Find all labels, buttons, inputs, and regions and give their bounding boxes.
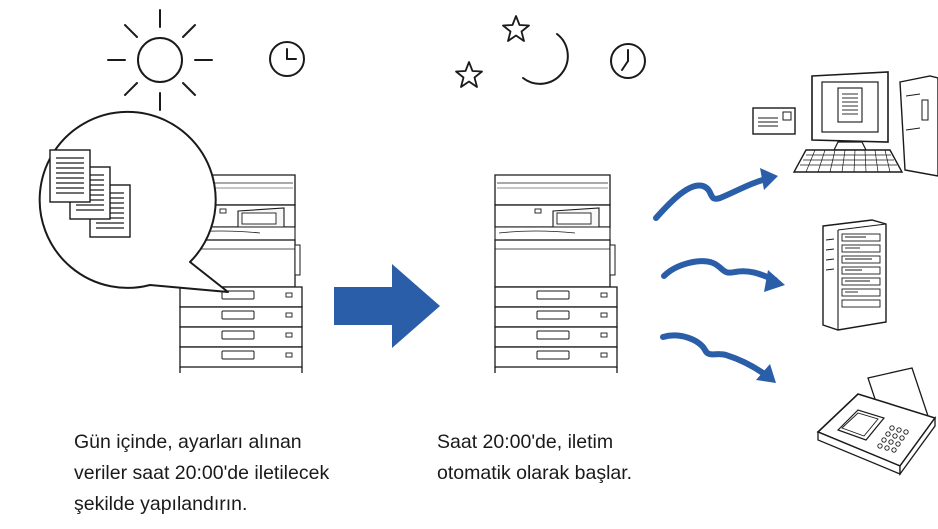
caption-night-transmission: Saat 20:00'de, iletim otomatik olarak ba… <box>437 427 632 489</box>
caption-line: Saat 20:00'de, iletim <box>437 431 614 453</box>
caption-line: şekilde yapılandırın. <box>74 493 248 515</box>
caption-daytime-setup: Gün içinde, ayarları alınan veriler saat… <box>74 427 329 520</box>
star-icon <box>455 61 483 88</box>
wavy-arrow-icon <box>660 332 776 383</box>
clock-icon <box>269 41 305 77</box>
computer-icon <box>792 71 938 177</box>
wavy-arrow-icon <box>653 168 778 221</box>
star-icon <box>502 15 530 42</box>
fax-icon <box>816 367 937 476</box>
sun-icon <box>107 9 213 111</box>
wavy-arrow-icon <box>661 258 785 292</box>
arrow-right-icon <box>334 264 440 348</box>
caption-line: Gün içinde, ayarları alınan <box>74 431 302 453</box>
moon-icon <box>522 33 569 85</box>
email-icon <box>752 107 796 135</box>
server-icon <box>822 219 887 331</box>
caption-line: otomatik olarak başlar. <box>437 462 633 484</box>
clock-icon <box>610 43 646 79</box>
printer-icon <box>494 174 618 374</box>
caption-line: veriler saat 20:00'de iletilecek <box>74 462 330 484</box>
